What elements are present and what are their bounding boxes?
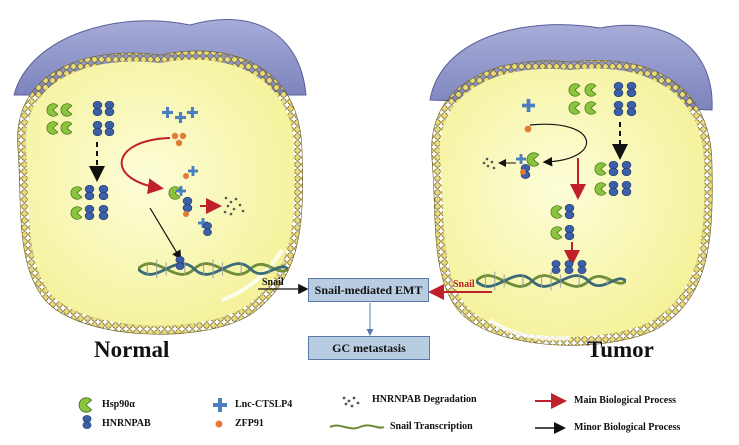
tumor-complex-left: [516, 152, 540, 179]
tumor-cell: [429, 24, 713, 346]
tumor-snail-label: Snail: [453, 279, 475, 290]
normal-lnc-zfp-cluster: [162, 107, 198, 147]
tumor-label: Tumor: [587, 337, 654, 362]
normal-label: Normal: [94, 337, 170, 362]
tumor-black-arc: [529, 123, 587, 167]
legend-degradation-label: HNRNPAB Degradation: [372, 394, 477, 405]
snail-emt-box: Snail-mediated EMT: [308, 278, 429, 302]
legend-transcription-label: Snail Transcription: [390, 421, 473, 432]
normal-minor-arrow-to-dna: [149, 207, 182, 261]
legend-zfp-icon: [215, 420, 223, 428]
normal-snail-label: Snail: [262, 277, 284, 288]
legend-degradation-icon: [342, 396, 360, 408]
legend-hnrnpab-icon: [82, 415, 92, 429]
legend-lnc-icon: [213, 398, 227, 412]
legend-zfp-label: ZFP91: [235, 418, 264, 429]
normal-complex-right: [168, 166, 212, 236]
legend-hsp90-label: Hsp90α: [102, 399, 135, 410]
normal-red-arc: [120, 137, 171, 195]
legend-hsp90-icon: [78, 397, 92, 413]
gc-metastasis-box: GC metastasis: [308, 336, 430, 360]
normal-cytoplasm: [25, 59, 295, 326]
tumor-zfp: [524, 125, 532, 133]
tumor-cytoplasm: [439, 68, 705, 337]
legend-hnrnpab-label: HNRNPAB: [102, 418, 151, 429]
legend-lnc-label: Lnc-CTSLP4: [235, 399, 293, 410]
normal-degradation-dots: [223, 196, 245, 216]
legend-main-label: Main Biological Process: [574, 395, 677, 406]
legend-transcription-icon: [329, 424, 385, 430]
legend-minor-label: Minor Biological Process: [574, 422, 681, 433]
tumor-degradation-dots: [482, 157, 496, 170]
